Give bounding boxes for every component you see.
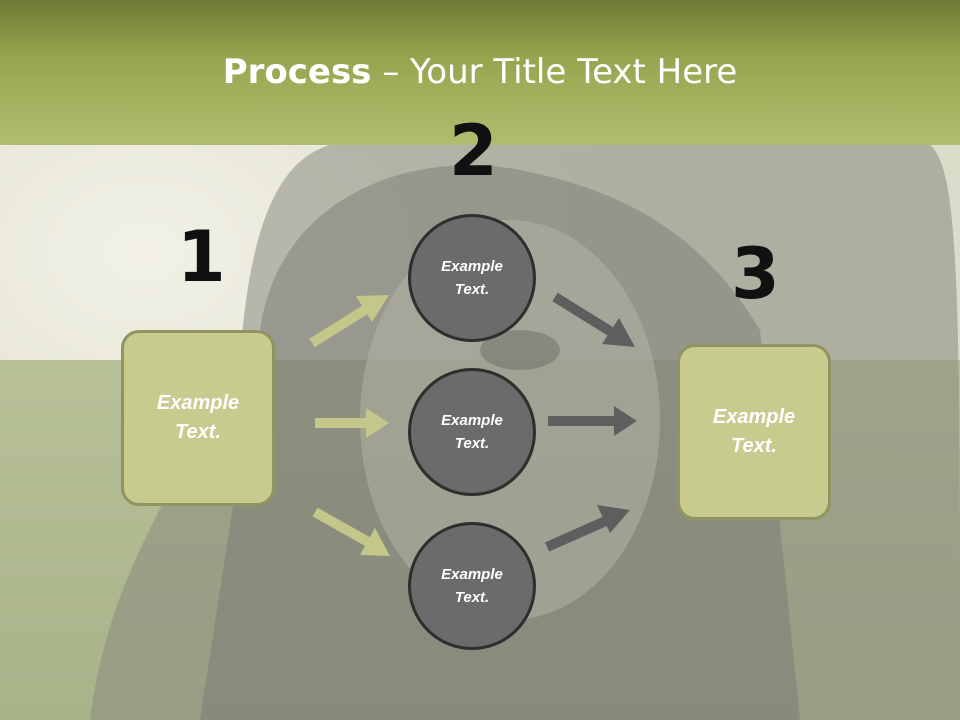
title-bold: Process — [222, 52, 372, 92]
left-arrow-up — [309, 295, 389, 348]
circle-middle-line2: Text. — [454, 435, 490, 452]
title-rest: – Your Title Text Here — [371, 52, 738, 92]
right-box-line1: Example — [712, 406, 796, 428]
left-box-line2: Text. — [175, 421, 221, 443]
right-box-line2: Text. — [731, 435, 777, 457]
circle-bottom-line2: Text. — [454, 589, 490, 606]
left-arrow-mid — [315, 408, 389, 438]
title-bar — [0, 0, 960, 145]
right-arrow-down — [552, 292, 635, 347]
left-arrow-down — [312, 507, 390, 556]
step-number-1: 1 — [177, 216, 226, 298]
circle-top-line2: Text. — [454, 281, 490, 298]
circle-middle-line1: Example — [441, 412, 503, 429]
step-number-3: 3 — [731, 233, 780, 315]
circle-bottom-line1: Example — [441, 566, 503, 583]
left-box-line1: Example — [156, 392, 240, 414]
right-arrow-mid — [548, 406, 637, 436]
circle-top-line1: Example — [441, 258, 503, 275]
page-title: Process – Your Title Text Here — [0, 52, 960, 92]
step-number-2: 2 — [449, 110, 498, 192]
right-arrow-up — [544, 505, 630, 552]
